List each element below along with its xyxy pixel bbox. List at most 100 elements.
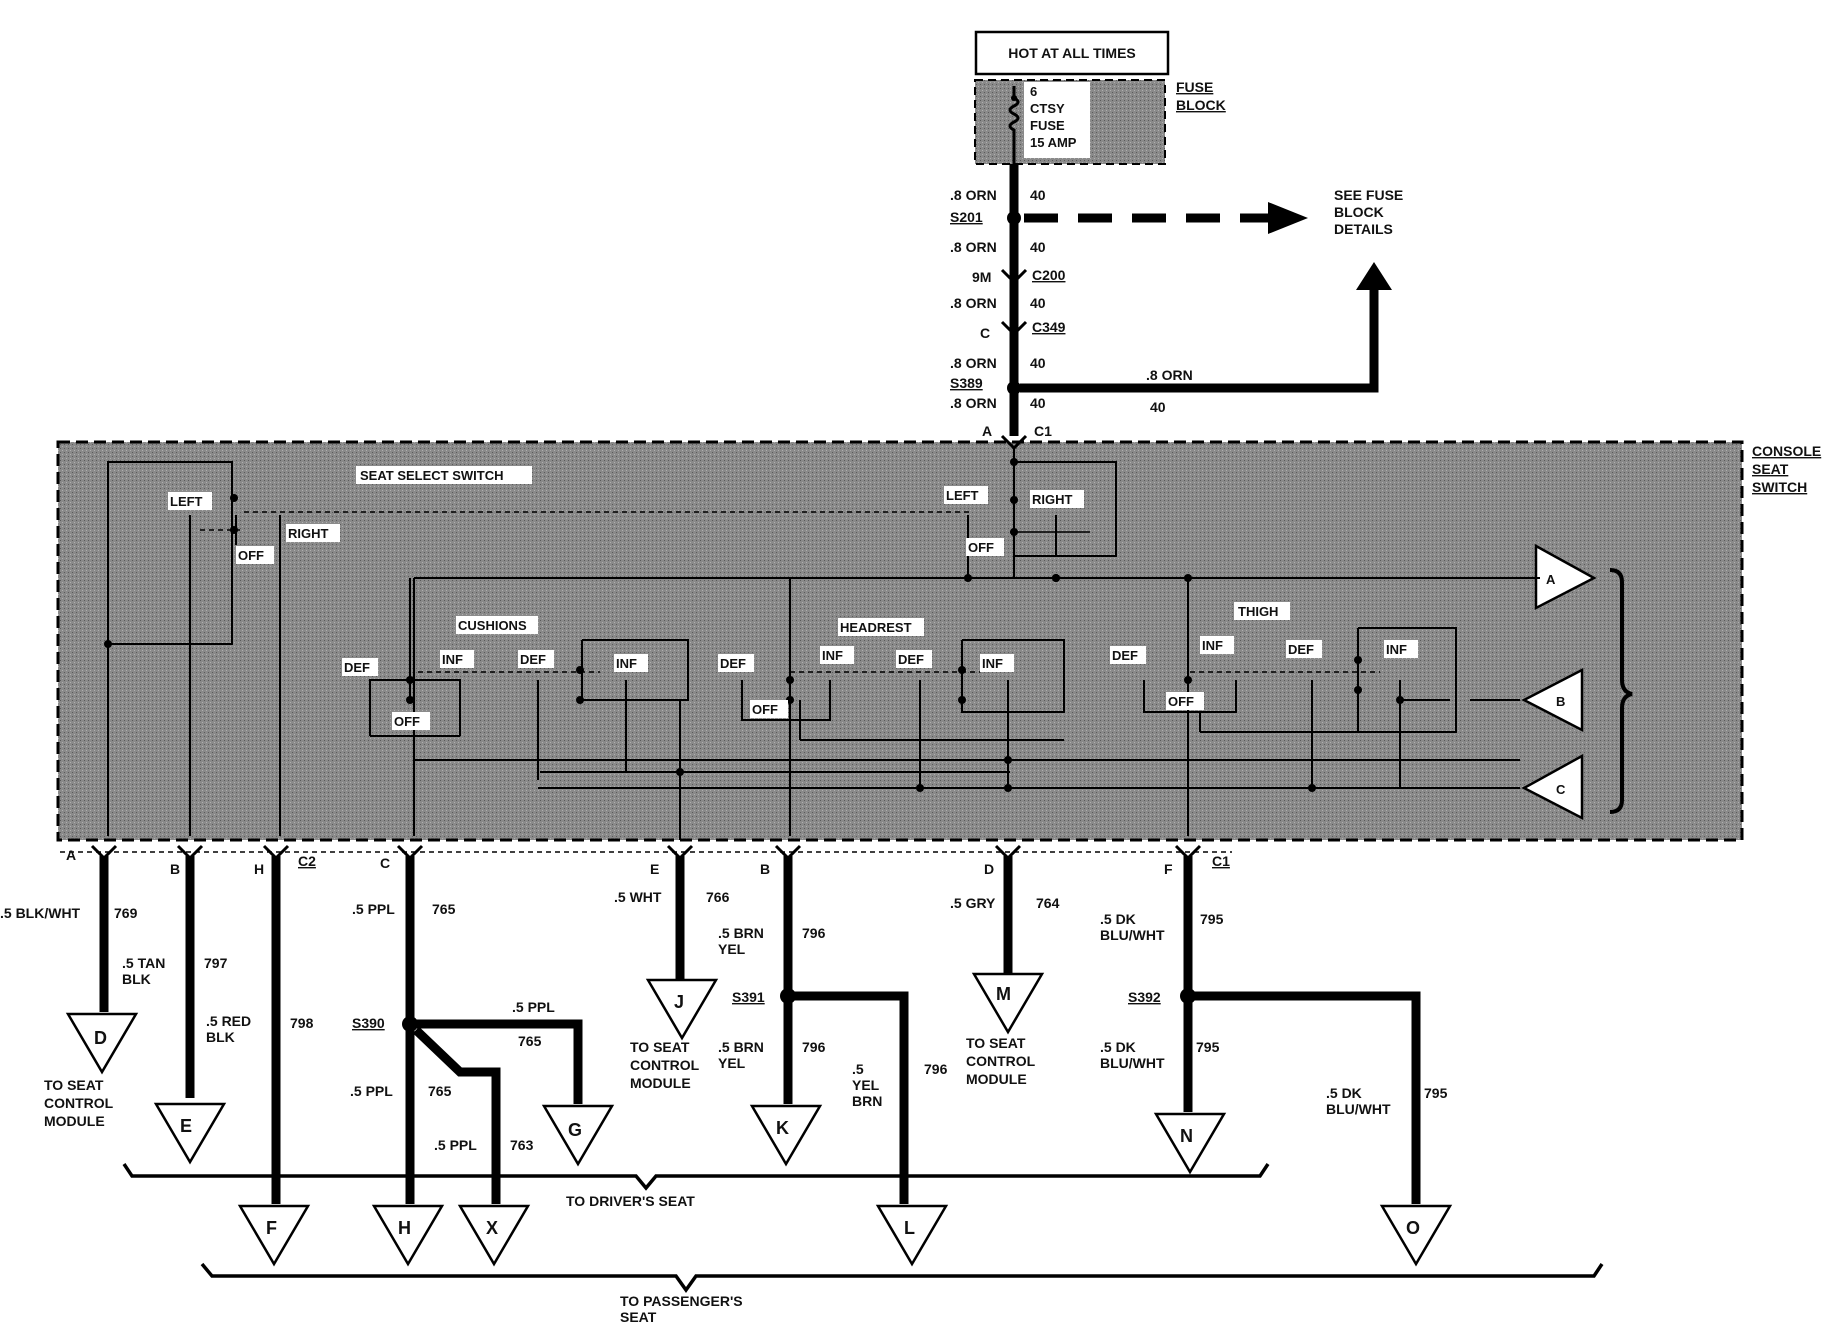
braces xyxy=(122,1163,1604,1294)
dest-n: N xyxy=(1180,1126,1193,1146)
dest-o: O xyxy=(1406,1218,1420,1238)
dest-e: E xyxy=(180,1116,192,1136)
wire-763-color: .5 PPL xyxy=(434,1137,477,1153)
circuit-label: 40 xyxy=(1030,239,1046,255)
power-source: HOT AT ALL TIMES 6 CTSY FUSE 15 AMP FUSE… xyxy=(974,30,1226,165)
wire-764-color: .5 GRY xyxy=(950,895,996,911)
circuit-766: 766 xyxy=(706,889,730,905)
wire-798-color-2: BLK xyxy=(206,1029,235,1045)
to-seat-label-1: TO SEAT xyxy=(44,1077,104,1093)
inf-label: INF xyxy=(982,656,1003,671)
dest-h: H xyxy=(398,1218,411,1238)
wire-label: .8 ORN xyxy=(950,295,997,311)
off-label-2: OFF xyxy=(968,540,994,555)
pin-b: B xyxy=(760,861,770,877)
console-label-2: SEAT xyxy=(1752,461,1789,477)
circuit-label: 40 xyxy=(1030,355,1046,371)
def-label: DEF xyxy=(898,652,924,667)
def-label: DEF xyxy=(520,652,546,667)
left-label-2: LEFT xyxy=(946,488,979,503)
dest-l: L xyxy=(904,1218,915,1238)
wire-765-color: .5 PPL xyxy=(512,999,555,1015)
wire-795-color-1: .5 DK xyxy=(1100,911,1136,927)
pin-h: H xyxy=(254,861,264,877)
wire-label: .8 ORN xyxy=(950,395,997,411)
wire-765-color: .5 PPL xyxy=(350,1083,393,1099)
console-seat-switch: CONSOLE SEAT SWITCH xyxy=(56,434,1821,842)
thigh-label: THIGH xyxy=(1238,604,1278,619)
to-seat-label-3: MODULE xyxy=(966,1071,1027,1087)
circuit-765: 765 xyxy=(428,1083,452,1099)
connector-a: A xyxy=(1546,572,1556,587)
wire-765-color: .5 PPL xyxy=(352,901,395,917)
wire-795-color-2: BLU/WHT xyxy=(1100,927,1165,943)
off-label-headrest: OFF xyxy=(752,702,778,717)
wire-795-color-2: BLU/WHT xyxy=(1100,1055,1165,1071)
to-passengers-seat-label-1: TO PASSENGER'S xyxy=(620,1293,743,1309)
dest-k: K xyxy=(776,1118,789,1138)
circuit-795: 795 xyxy=(1196,1039,1220,1055)
inf-label: INF xyxy=(616,656,637,671)
wire-label: .8 ORN xyxy=(950,239,997,255)
headrest-label: HEADREST xyxy=(840,620,912,635)
inf-label: INF xyxy=(1386,642,1407,657)
internal-connectors: A B C xyxy=(1521,543,1633,821)
c349-pin: C xyxy=(980,325,990,341)
splice-s391: S391 xyxy=(732,989,765,1005)
connector-c200: C200 xyxy=(1032,267,1066,283)
to-seat-label-2: CONTROL xyxy=(630,1057,700,1073)
dest-g: G xyxy=(568,1120,582,1140)
splice-s389: S389 xyxy=(950,375,983,391)
wire-796-alt-2: YEL xyxy=(852,1077,880,1093)
fuse-amp: 15 AMP xyxy=(1030,135,1077,150)
dest-d: D xyxy=(94,1028,107,1048)
pin-c: C xyxy=(380,855,390,871)
wire-label: .8 ORN xyxy=(950,187,997,203)
circuit-label: 40 xyxy=(1150,399,1166,415)
fuse-block-label-1: FUSE xyxy=(1176,79,1213,95)
see-fuse-label-2: BLOCK xyxy=(1334,204,1384,220)
circuit-765: 765 xyxy=(518,1033,542,1049)
pin-e: E xyxy=(650,861,659,877)
circuit-797: 797 xyxy=(204,955,228,971)
to-seat-label-2: CONTROL xyxy=(966,1053,1036,1069)
def-label: DEF xyxy=(1112,648,1138,663)
pin-f: F xyxy=(1164,861,1173,877)
pin-b: B xyxy=(170,861,180,877)
pin-a: A xyxy=(982,423,992,439)
cushions-label: CUSHIONS xyxy=(458,618,527,633)
circuit-763: 763 xyxy=(510,1137,534,1153)
dest-j: J xyxy=(674,992,684,1012)
wire-795-color-2: BLU/WHT xyxy=(1326,1101,1391,1117)
to-seat-label-3: MODULE xyxy=(44,1113,105,1129)
wire-795-color-1: .5 DK xyxy=(1326,1085,1362,1101)
wire-796-alt-1: .5 xyxy=(852,1061,864,1077)
dest-m: M xyxy=(996,984,1011,1004)
fuse-name-2: FUSE xyxy=(1030,118,1065,133)
def-label: DEF xyxy=(1288,642,1314,657)
wire-796-color-2: YEL xyxy=(718,941,746,957)
to-seat-label-1: TO SEAT xyxy=(630,1039,690,1055)
bottom-connector: A B H C2 C E B D F C1 xyxy=(60,844,1232,877)
hot-at-all-times-label: HOT AT ALL TIMES xyxy=(1008,45,1136,61)
splice-s201: S201 xyxy=(950,209,983,225)
fuse-symbol xyxy=(1008,86,1020,164)
right-label-2: RIGHT xyxy=(1032,492,1073,507)
fuse-name-1: CTSY xyxy=(1030,101,1065,116)
right-label-1: RIGHT xyxy=(288,526,329,541)
circuit-764: 764 xyxy=(1036,895,1060,911)
dest-x: X xyxy=(486,1218,498,1238)
fuse-block-label-2: BLOCK xyxy=(1176,97,1226,113)
circuit-795: 795 xyxy=(1200,911,1224,927)
feed-circuit: SEE FUSE BLOCK DETAILS .8 ORN 40 S201 .8… xyxy=(950,164,1403,439)
seat-select-switch-label: SEAT SELECT SWITCH xyxy=(360,468,503,483)
to-drivers-seat-label: TO DRIVER'S SEAT xyxy=(566,1193,695,1209)
wire-796-color-1: .5 BRN xyxy=(718,925,764,941)
pin-a: A xyxy=(66,847,76,863)
circuit-label: 40 xyxy=(1030,395,1046,411)
circuit-796: 796 xyxy=(802,1039,826,1055)
wire-label: .8 ORN xyxy=(950,355,997,371)
connector-c1: C1 xyxy=(1212,853,1230,869)
console-label-3: SWITCH xyxy=(1752,479,1807,495)
def-label: DEF xyxy=(344,660,370,675)
